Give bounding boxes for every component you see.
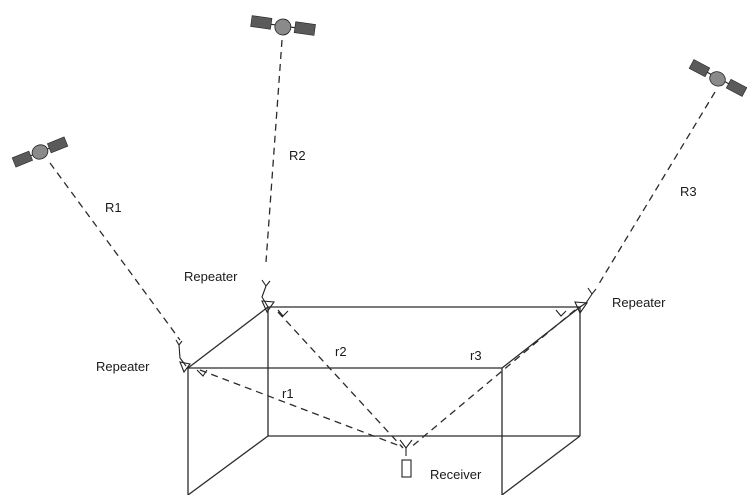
label-r1: r1 — [282, 386, 294, 401]
satellite-left-icon — [11, 136, 69, 168]
ray-r1 — [199, 369, 401, 447]
box-bottom-left-edge — [187, 435, 269, 495]
building-wireframe — [186, 306, 582, 495]
box-top-face — [186, 306, 582, 369]
label-repeater-left: Repeater — [96, 359, 150, 374]
repeater-right-icon — [555, 287, 597, 317]
satellite-top-icon — [250, 15, 316, 36]
ray-R2 — [265, 39, 283, 263]
label-R3: R3 — [680, 184, 697, 199]
label-R1: R1 — [105, 200, 122, 215]
label-receiver: Receiver — [430, 467, 482, 482]
ray-R1 — [49, 162, 181, 341]
label-repeater-top: Repeater — [184, 269, 238, 284]
label-r3: r3 — [470, 348, 482, 363]
satellite-right-icon — [688, 59, 747, 97]
repeater-left-icon — [175, 339, 208, 377]
label-repeater-right: Repeater — [612, 295, 666, 310]
repeater-top-icon — [261, 279, 289, 317]
label-R2: R2 — [289, 148, 306, 163]
receiver-icon — [399, 439, 413, 478]
ray-R3 — [596, 91, 716, 288]
label-r2: r2 — [335, 344, 347, 359]
ray-r2 — [277, 311, 404, 449]
box-bottom-right-edge — [501, 435, 581, 495]
